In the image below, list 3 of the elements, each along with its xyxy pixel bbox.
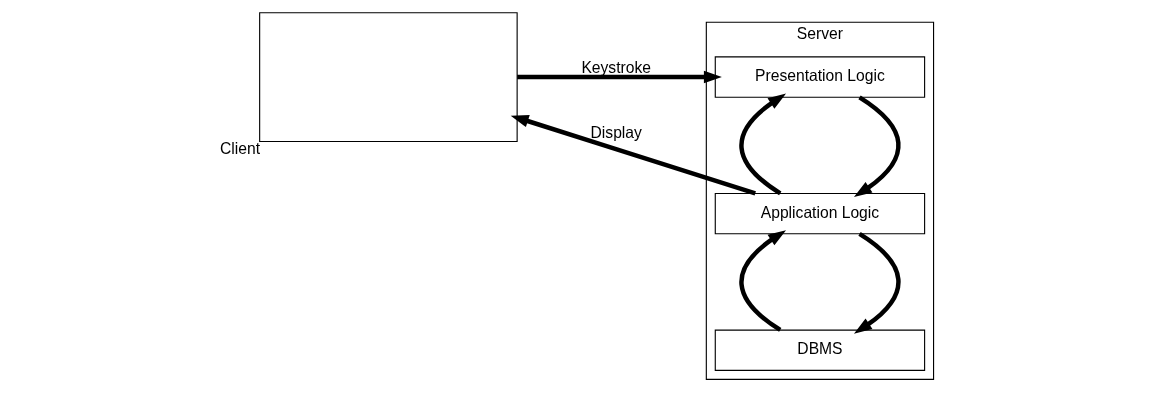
edge-label: Display — [590, 123, 642, 141]
edge-label: Keystroke — [580, 58, 651, 76]
node-label: Client — [219, 139, 260, 157]
